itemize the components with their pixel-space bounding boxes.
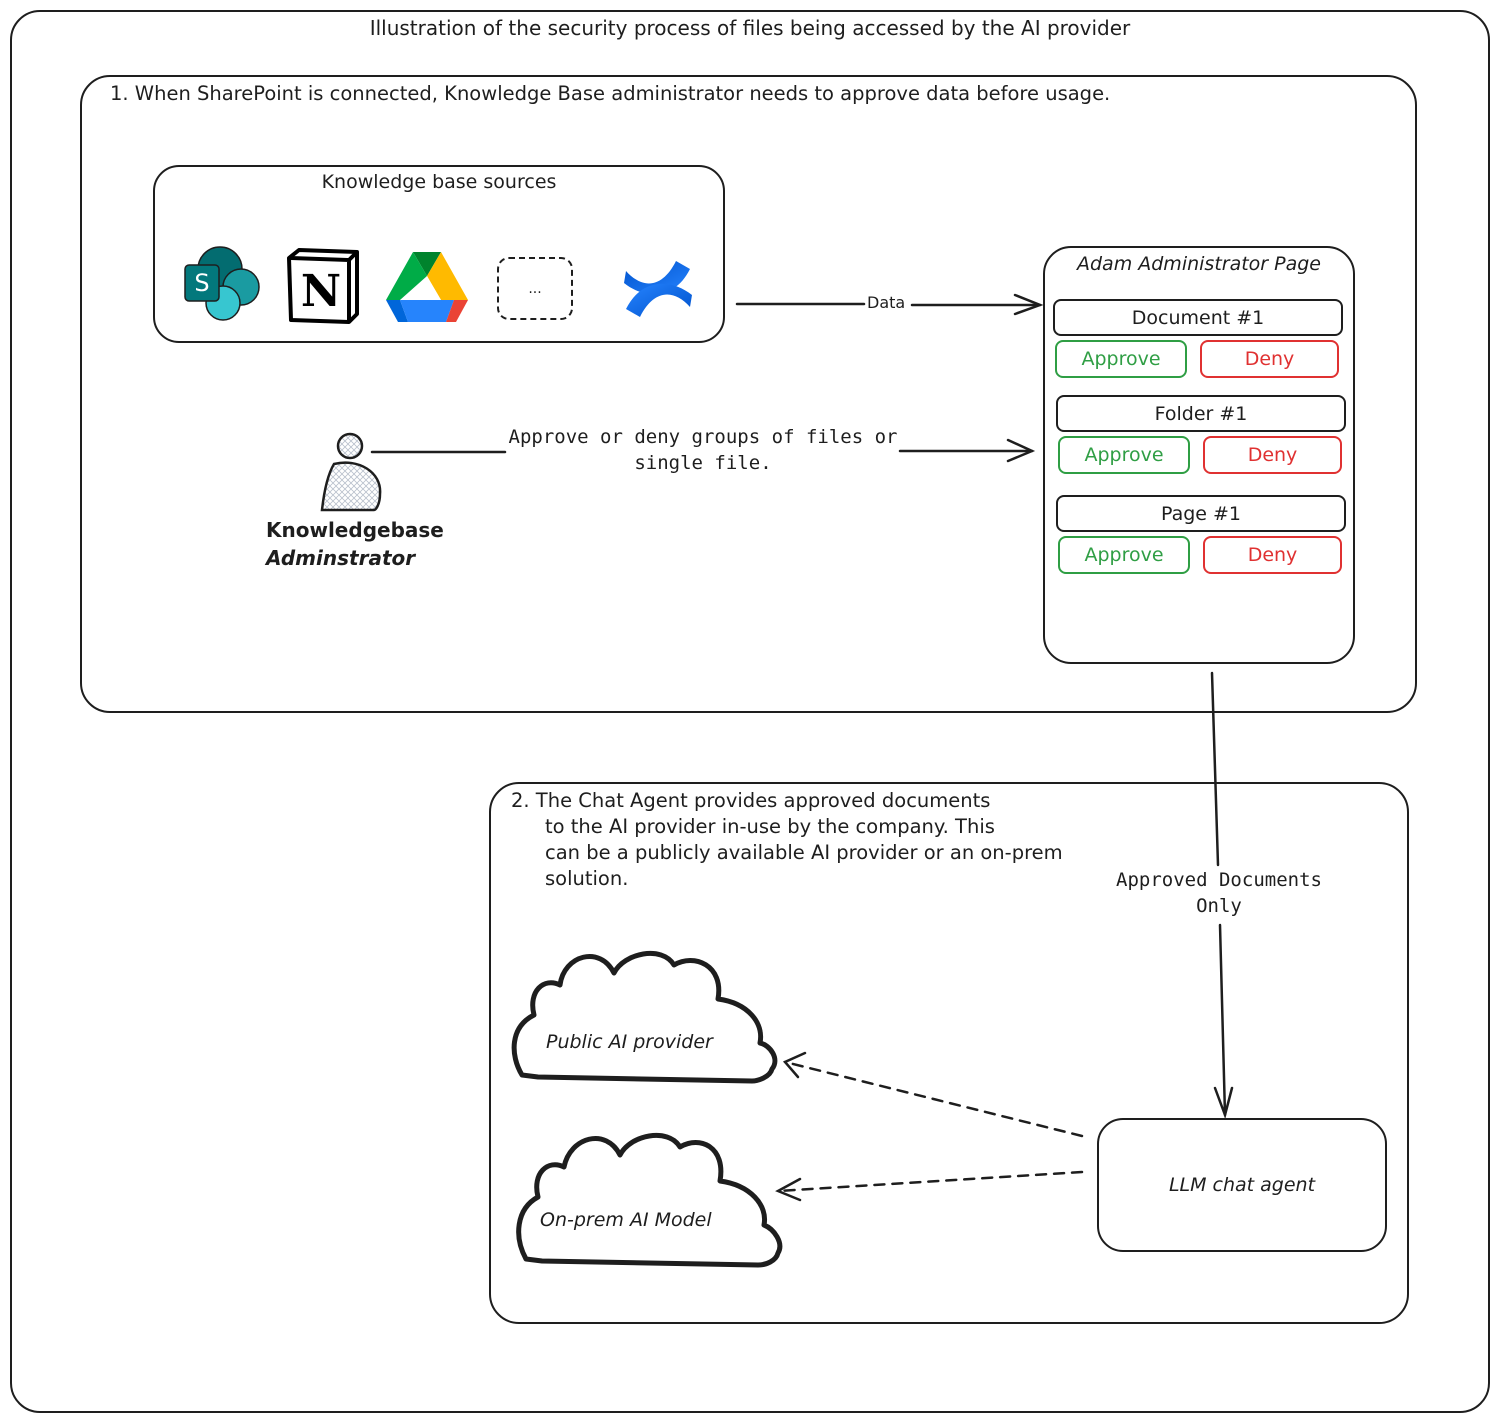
actor-label-line2: Adminstrator xyxy=(266,546,416,570)
data-arrow-label: Data xyxy=(866,293,907,312)
more-sources-icon[interactable]: ... xyxy=(497,257,573,320)
llm-chat-agent-box[interactable]: LLM chat agent xyxy=(1097,1118,1387,1252)
notion-icon[interactable]: N xyxy=(285,248,361,324)
approve-page-button[interactable]: Approve xyxy=(1058,536,1190,574)
knowledge-sources-label: Knowledge base sources xyxy=(321,171,557,193)
approved-documents-label-line1: Approved Documents xyxy=(1100,869,1338,891)
diagram-title: Illustration of the security process of … xyxy=(369,16,1131,40)
deny-page-button[interactable]: Deny xyxy=(1203,536,1342,574)
deny-folder-button[interactable]: Deny xyxy=(1203,436,1342,474)
onprem-ai-model-cloud[interactable]: On-prem AI Model xyxy=(512,1125,787,1270)
section1-heading: 1. When SharePoint is connected, Knowled… xyxy=(110,82,1111,105)
administrator-actor-icon xyxy=(318,432,388,514)
svg-text:S: S xyxy=(194,269,209,297)
actor-label-line1: Knowledgebase xyxy=(266,518,444,542)
item-document-1: Document #1 xyxy=(1053,299,1343,336)
section2-heading-line4: solution. xyxy=(545,867,629,890)
public-ai-provider-cloud[interactable]: Public AI provider xyxy=(508,945,783,1085)
approve-document-button[interactable]: Approve xyxy=(1055,340,1187,378)
deny-document-button[interactable]: Deny xyxy=(1200,340,1339,378)
llm-chat-agent-label: LLM chat agent xyxy=(1168,1174,1316,1196)
item-page-1: Page #1 xyxy=(1056,495,1346,532)
svg-text:N: N xyxy=(301,266,341,317)
approved-documents-label-line2: Only xyxy=(1100,895,1338,917)
outer-frame xyxy=(10,10,1490,1413)
confluence-icon[interactable] xyxy=(622,255,694,323)
section2-heading-line2: to the AI provider in-use by the company… xyxy=(545,815,995,838)
section2-frame xyxy=(489,782,1409,1324)
admin-page-title: Adam Administrator Page xyxy=(1077,253,1321,275)
section2-heading-line1: 2. The Chat Agent provides approved docu… xyxy=(511,789,991,812)
item-folder-1: Folder #1 xyxy=(1056,395,1346,432)
onprem-ai-model-label: On-prem AI Model xyxy=(540,1209,712,1231)
public-ai-provider-label: Public AI provider xyxy=(546,1031,713,1053)
approve-folder-button[interactable]: Approve xyxy=(1058,436,1190,474)
sharepoint-icon[interactable]: S xyxy=(183,245,263,325)
google-drive-icon[interactable] xyxy=(386,250,468,324)
actor-arrow-label-line1: Approve or deny groups of files or xyxy=(508,426,898,448)
admin-page-panel xyxy=(1043,246,1355,664)
section1-frame xyxy=(80,75,1417,713)
knowledge-sources-box xyxy=(153,165,725,343)
more-sources-ellipsis: ... xyxy=(528,280,542,297)
section2-heading-line3: can be a publicly available AI provider … xyxy=(545,841,1063,864)
actor-arrow-label-line2: single file. xyxy=(634,452,772,474)
